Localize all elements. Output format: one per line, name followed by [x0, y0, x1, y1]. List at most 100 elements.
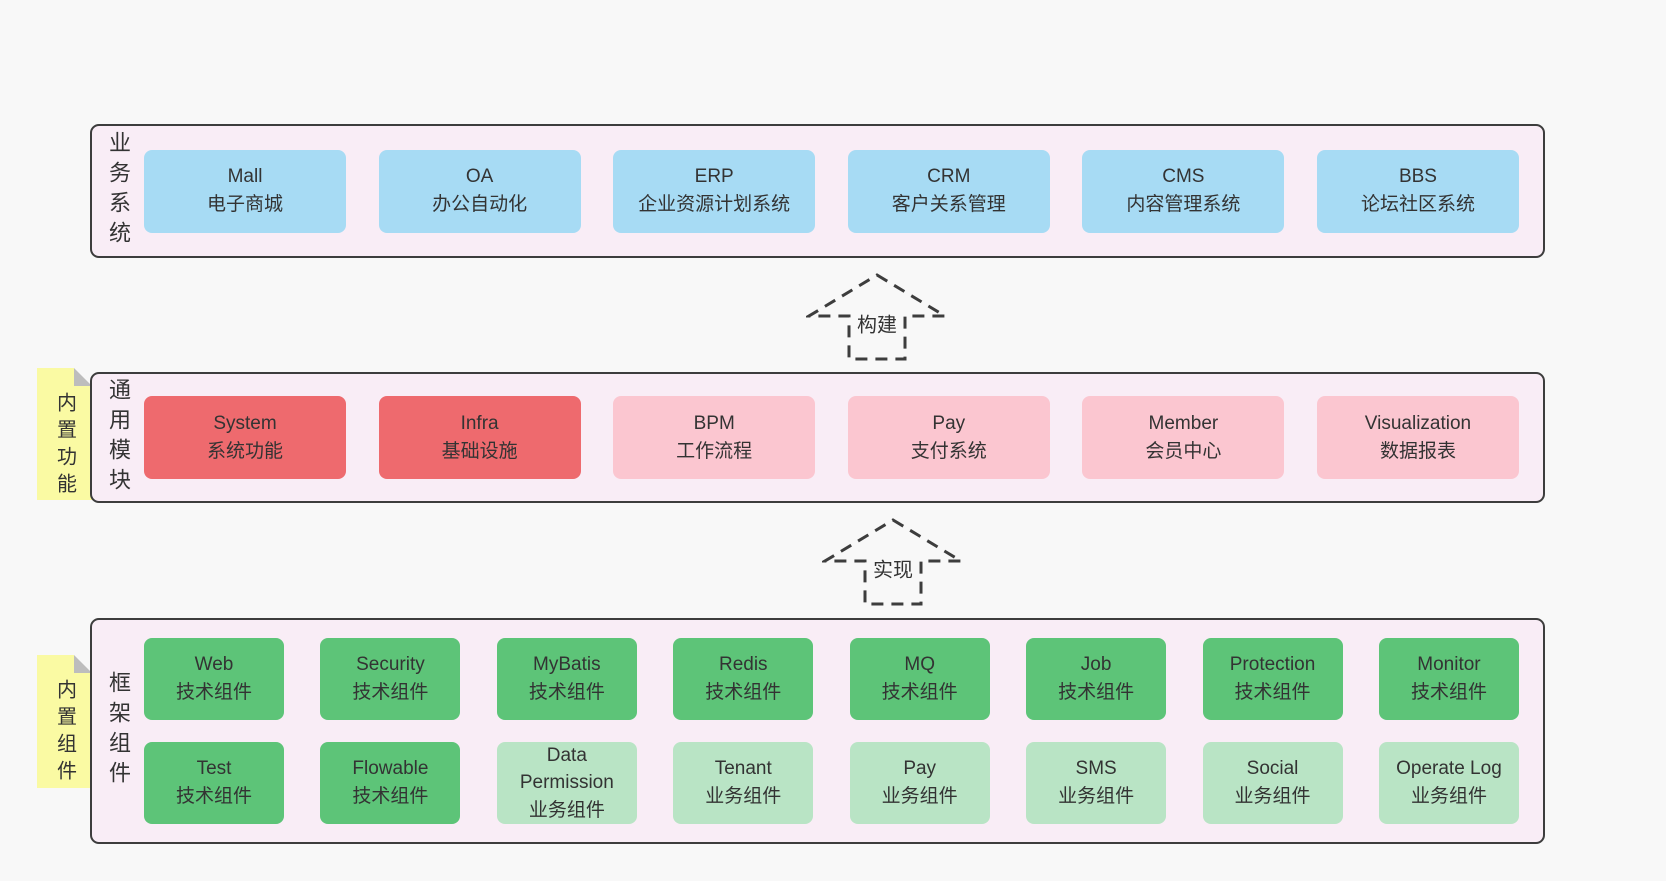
- node-desc: 技术组件: [352, 682, 429, 703]
- node-desc: 基础设施: [441, 440, 518, 462]
- node-name: ERP: [694, 166, 734, 188]
- note-text: 内置组件: [53, 679, 76, 787]
- node-test: Test 技术组件: [144, 742, 284, 824]
- node-visualization: Visualization 数据报表: [1316, 396, 1519, 479]
- node-name: Mall: [227, 166, 263, 188]
- arrow-implement: 实现: [822, 517, 964, 607]
- node-security: Security 技术组件: [320, 638, 461, 720]
- node-mybatis: MyBatis 技术组件: [496, 638, 637, 720]
- layer-content: Mall 电子商城 OA 办公自动化 ERP 企业资源计划系统 CRM 客户关系…: [144, 126, 1543, 256]
- node-system: System 系统功能: [144, 396, 346, 479]
- node-desc: 会员中心: [1145, 440, 1222, 462]
- node-protection: Protection 技术组件: [1202, 638, 1343, 720]
- component-row-business: Test 技术组件 Flowable 技术组件 Data Permission …: [144, 742, 1519, 824]
- node-name: Job: [1080, 654, 1112, 676]
- node-infra: Infra 基础设施: [378, 396, 581, 479]
- node-desc: 业务组件: [528, 799, 605, 821]
- node-desc: 技术组件: [528, 682, 605, 703]
- sticky-note-built-in-components: 内置组件: [37, 655, 92, 788]
- node-monitor: Monitor 技术组件: [1378, 638, 1519, 720]
- node-name: BBS: [1398, 166, 1437, 188]
- layer-framework-components: 框架组件 Web 技术组件 Security 技术组件 MyBatis 技术组件…: [90, 618, 1545, 844]
- node-job: Job 技术组件: [1026, 638, 1167, 720]
- node-desc: 技术组件: [175, 682, 252, 703]
- dashed-up-arrow-icon: [822, 518, 964, 606]
- node-name: CRM: [927, 166, 971, 188]
- node-desc: 系统功能: [206, 440, 283, 462]
- node-desc: 业务组件: [1058, 786, 1135, 807]
- node-name: System: [213, 412, 277, 434]
- node-desc: 技术组件: [352, 786, 429, 807]
- node-name: Member: [1148, 412, 1219, 434]
- node-name: Security: [356, 654, 425, 676]
- node-desc: 电子商城: [206, 194, 283, 215]
- arrow-label: 构建: [853, 306, 901, 340]
- node-desc: 技术组件: [1410, 682, 1487, 703]
- node-pay: Pay 支付系统: [847, 396, 1050, 479]
- node-flowable: Flowable 技术组件: [320, 742, 461, 824]
- sticky-note-built-in-features: 内置功能: [37, 368, 92, 500]
- node-desc: 支付系统: [910, 440, 987, 462]
- note-fold-corner-icon: [74, 655, 92, 673]
- layer-label: 框架组件: [106, 671, 131, 791]
- layer-content: Web 技术组件 Security 技术组件 MyBatis 技术组件 Redi…: [144, 620, 1543, 842]
- node-name: MyBatis: [533, 654, 601, 676]
- node-name: Data Permission: [519, 744, 614, 794]
- node-desc: 业务组件: [1410, 786, 1487, 807]
- layer-label: 通用模块: [106, 377, 131, 498]
- node-name: Social: [1246, 758, 1299, 780]
- node-member: Member 会员中心: [1082, 396, 1285, 479]
- node-name: OA: [465, 166, 494, 188]
- layer-content: System 系统功能 Infra 基础设施 BPM 工作流程 Pay 支付系统…: [144, 374, 1543, 501]
- node-name: Tenant: [714, 758, 772, 780]
- node-desc: 论坛社区系统: [1360, 194, 1475, 215]
- node-crm: CRM 客户关系管理: [847, 149, 1050, 233]
- node-mall: Mall 电子商城: [144, 149, 346, 233]
- node-desc: 技术组件: [1058, 682, 1135, 703]
- node-operate-log: Operate Log 业务组件: [1378, 742, 1519, 824]
- node-name: Protection: [1229, 654, 1316, 676]
- node-name: Operate Log: [1396, 758, 1502, 780]
- node-cms: CMS 内容管理系统: [1082, 149, 1285, 233]
- note-text: 内置功能: [53, 392, 76, 500]
- node-erp: ERP 企业资源计划系统: [613, 149, 816, 233]
- layer-label: 业务系统: [106, 131, 131, 251]
- node-desc: 数据报表: [1379, 440, 1456, 462]
- node-desc: 企业资源计划系统: [638, 194, 791, 215]
- node-name: Infra: [460, 412, 499, 434]
- node-desc: 客户关系管理: [891, 194, 1006, 215]
- node-data-permission: Data Permission 业务组件: [496, 742, 637, 824]
- node-name: Pay: [903, 758, 937, 780]
- node-redis: Redis 技术组件: [673, 638, 814, 720]
- node-name: Flowable: [352, 758, 429, 780]
- dashed-up-arrow-icon: [806, 273, 948, 361]
- node-name: Visualization: [1364, 412, 1472, 434]
- node-name: SMS: [1075, 758, 1117, 780]
- node-web: Web 技术组件: [144, 638, 284, 720]
- node-name: MQ: [904, 654, 935, 676]
- node-desc: 技术组件: [1234, 682, 1311, 703]
- node-name: Pay: [932, 412, 966, 434]
- node-oa: OA 办公自动化: [378, 149, 581, 233]
- node-name: BPM: [693, 412, 735, 434]
- node-name: Test: [196, 758, 232, 780]
- node-mq: MQ 技术组件: [849, 638, 990, 720]
- node-sms: SMS 业务组件: [1026, 742, 1167, 824]
- node-name: CMS: [1162, 166, 1205, 188]
- layer-business-systems: 业务系统 Mall 电子商城 OA 办公自动化 ERP 企业资源计划系统 CRM…: [90, 124, 1545, 258]
- component-row-technical: Web 技术组件 Security 技术组件 MyBatis 技术组件 Redi…: [144, 638, 1519, 720]
- node-desc: 业务组件: [705, 786, 782, 807]
- node-desc: 办公自动化: [432, 194, 528, 215]
- node-bbs: BBS 论坛社区系统: [1316, 149, 1519, 233]
- node-tenant: Tenant 业务组件: [673, 742, 814, 824]
- node-name: Redis: [718, 654, 768, 676]
- node-desc: 技术组件: [881, 682, 958, 703]
- node-desc: 业务组件: [1234, 786, 1311, 807]
- node-desc: 技术组件: [705, 682, 782, 703]
- note-fold-corner-icon: [74, 368, 92, 386]
- node-name: Web: [194, 654, 234, 676]
- node-bpm: BPM 工作流程: [613, 396, 816, 479]
- arrow-build: 构建: [806, 272, 948, 362]
- node-desc: 技术组件: [175, 786, 252, 807]
